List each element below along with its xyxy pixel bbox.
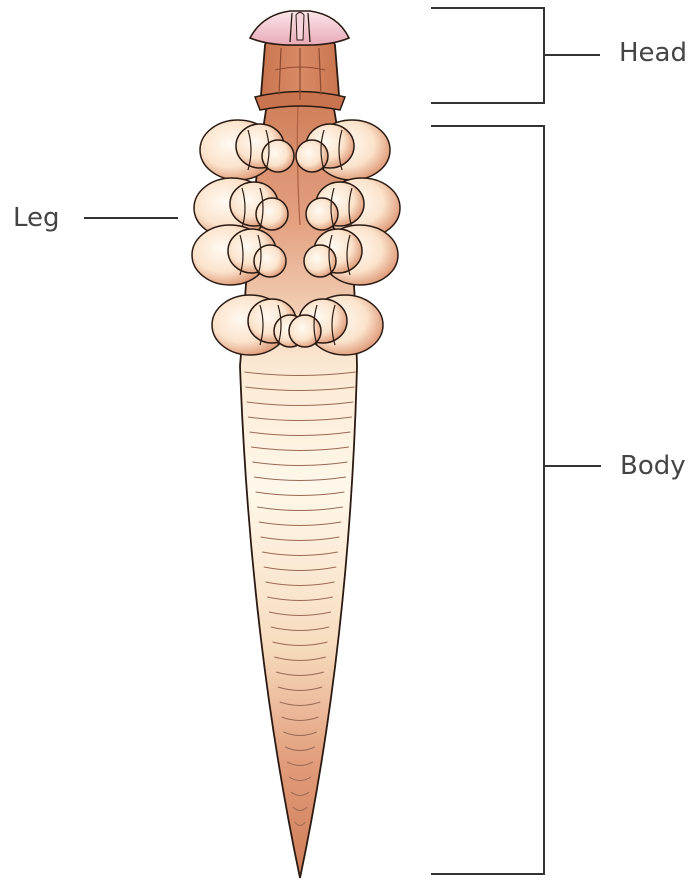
mite-head <box>250 11 349 110</box>
head-bracket <box>431 8 600 103</box>
head-label: Head <box>619 40 687 66</box>
body-bracket <box>431 126 601 874</box>
leg-label: Leg <box>13 205 60 231</box>
body-label: Body <box>620 453 686 479</box>
